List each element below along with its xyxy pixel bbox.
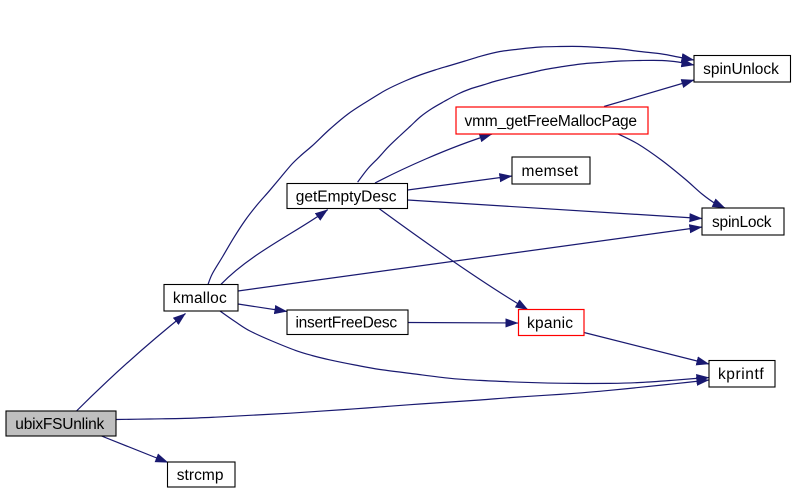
svg-text:memset: memset — [522, 163, 579, 180]
svg-text:vmm_getFreeMallocPage: vmm_getFreeMallocPage — [465, 113, 638, 130]
svg-text:spinLock: spinLock — [712, 214, 772, 231]
svg-text:strcmp: strcmp — [177, 467, 224, 484]
svg-text:kpanic: kpanic — [527, 315, 573, 332]
svg-text:insertFreeDesc: insertFreeDesc — [296, 315, 398, 332]
svg-text:getEmptyDesc: getEmptyDesc — [296, 188, 397, 205]
svg-text:spinUnlock: spinUnlock — [703, 61, 779, 78]
svg-text:ubixFSUnlink: ubixFSUnlink — [15, 416, 104, 433]
svg-text:kmalloc: kmalloc — [173, 290, 227, 307]
svg-text:kprintf: kprintf — [718, 366, 764, 383]
